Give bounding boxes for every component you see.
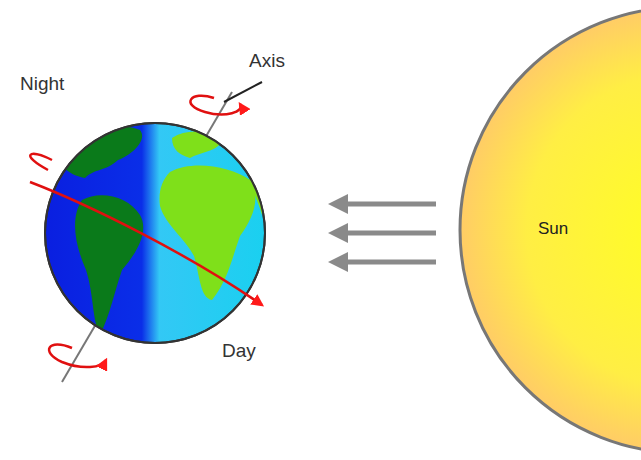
rotation-arrow — [49, 345, 106, 368]
sunlight-arrows — [344, 204, 436, 262]
sun-label: Sun — [538, 219, 568, 239]
part-label: Day — [222, 340, 256, 362]
rotation-arrow — [190, 96, 240, 115]
leader-line — [224, 82, 262, 102]
part-label: Night — [20, 73, 64, 95]
sun-circle: Sun — [458, 5, 641, 455]
continents — [60, 127, 263, 335]
part-label: Axis — [249, 50, 285, 72]
rotation-arrow — [30, 154, 52, 170]
earth-globe — [45, 123, 265, 343]
rotation-arrow — [30, 182, 262, 305]
